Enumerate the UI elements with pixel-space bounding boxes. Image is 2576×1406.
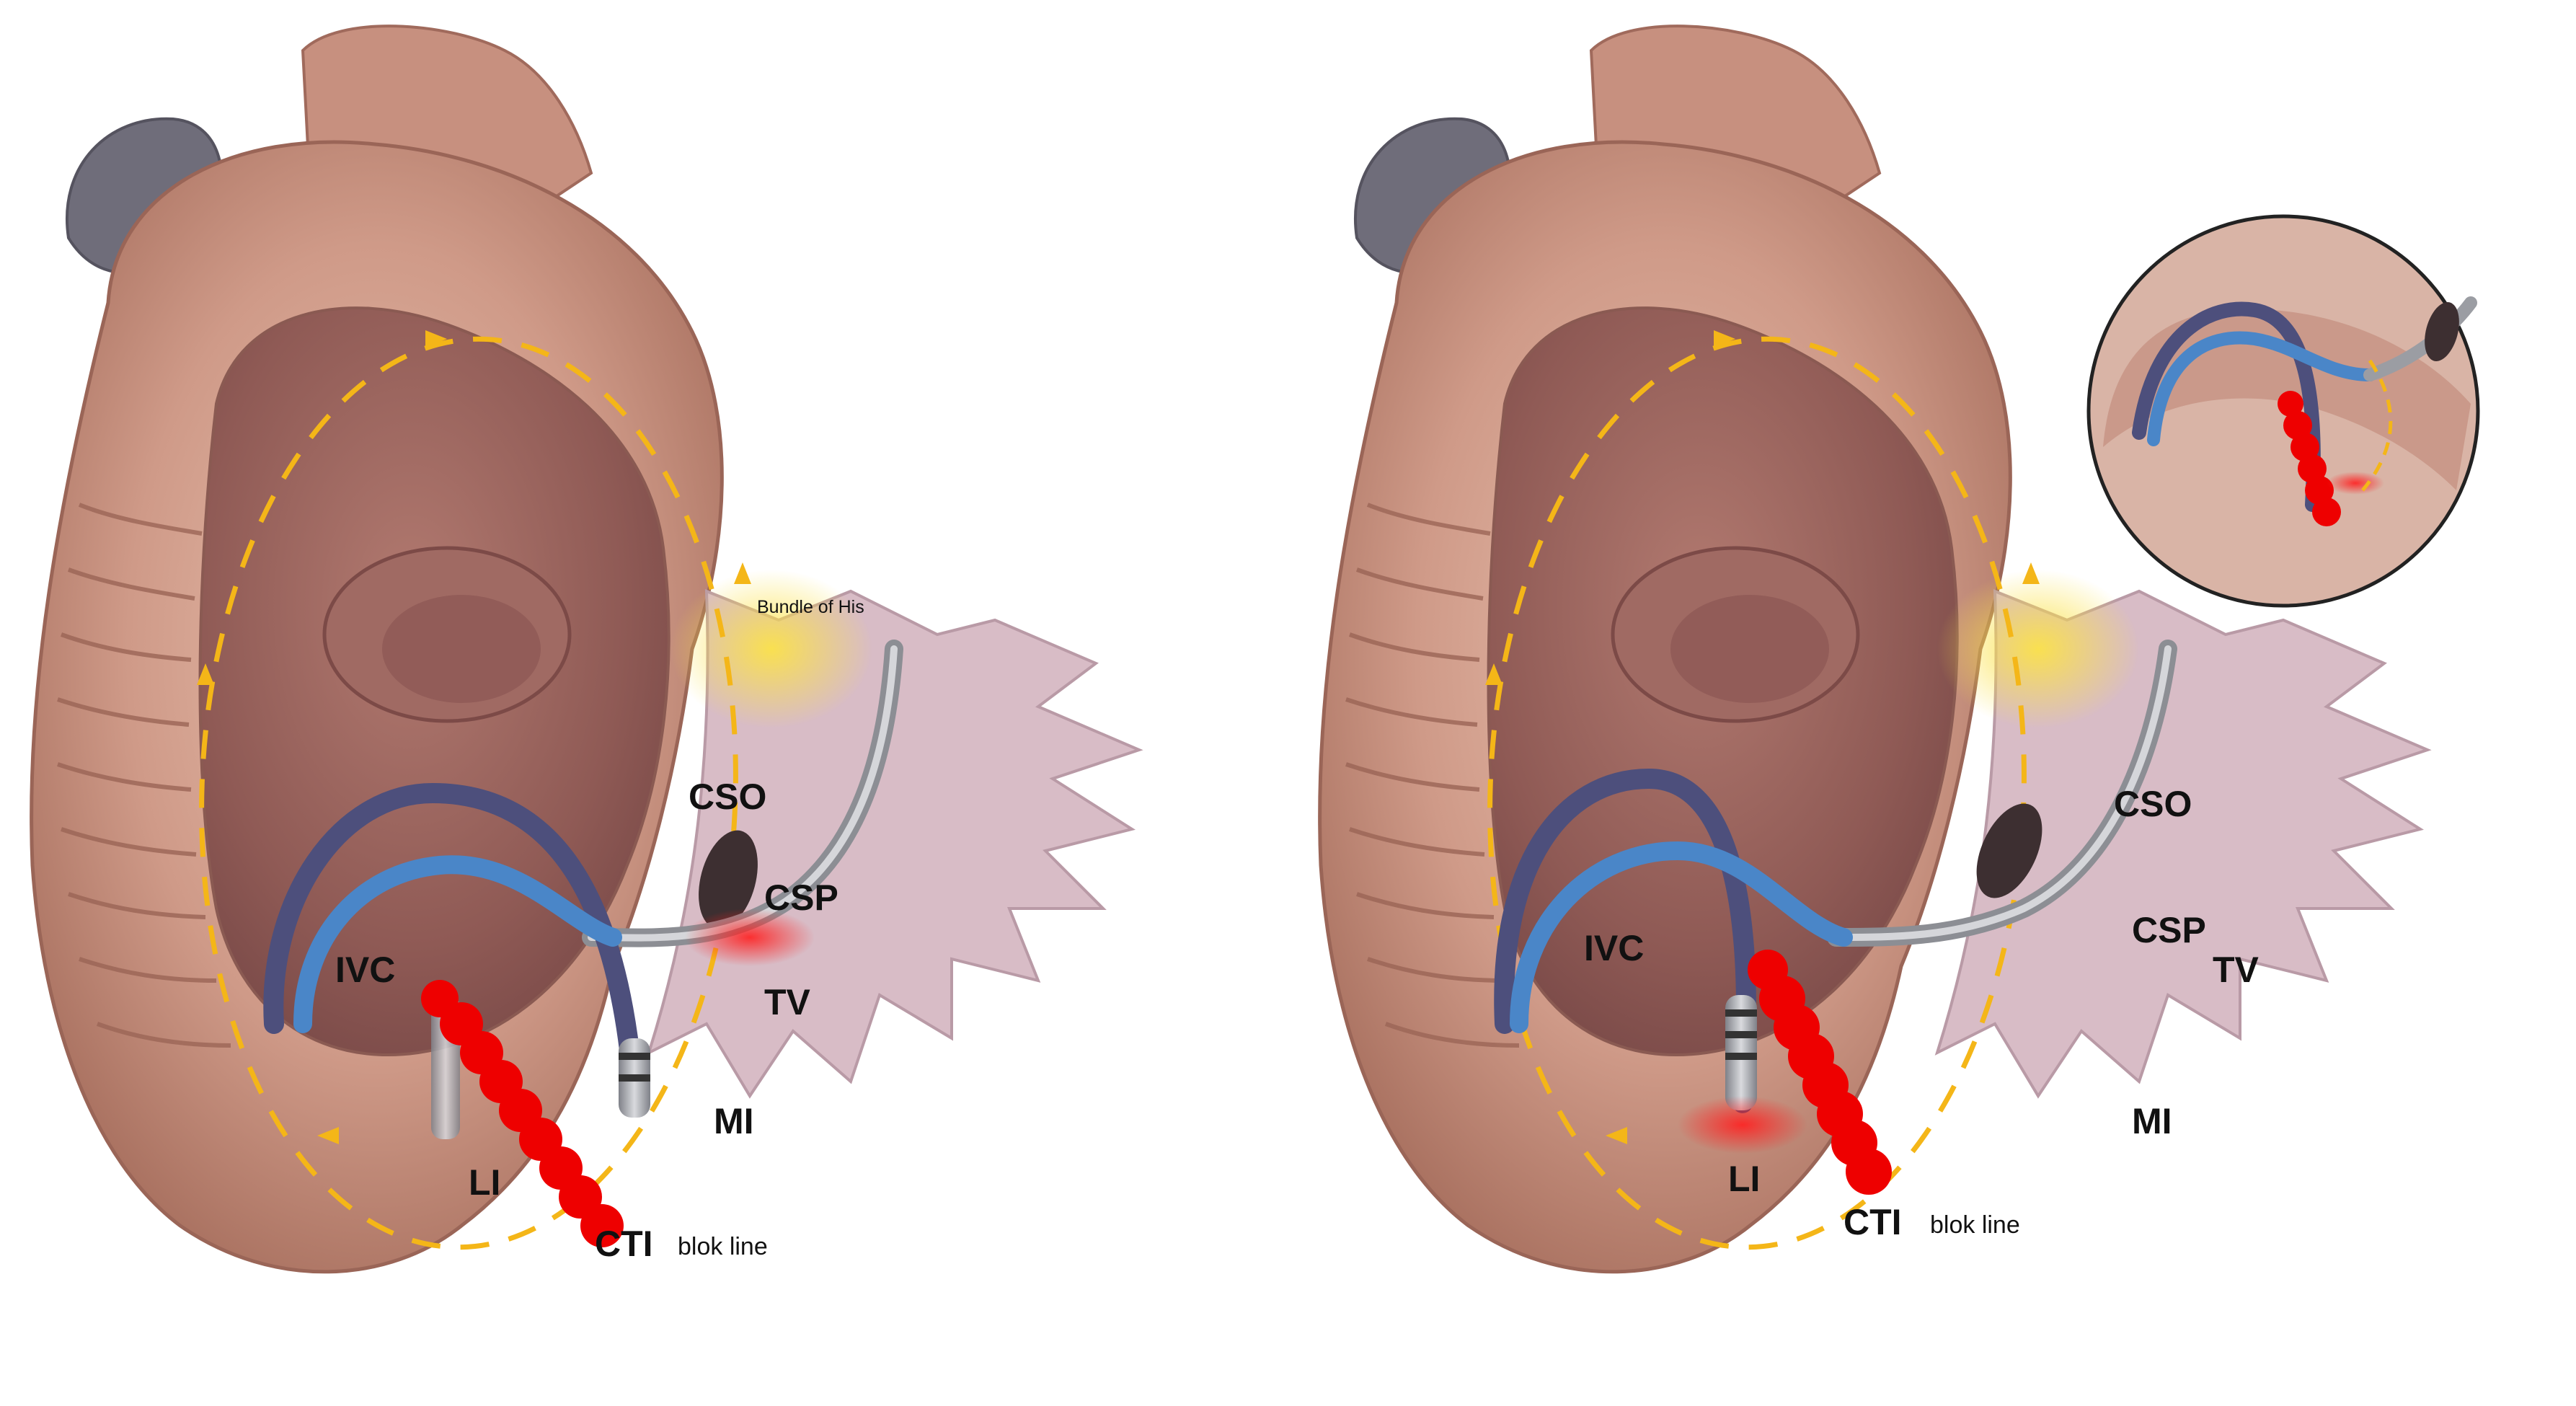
- reentry-circuit: [1487, 336, 2027, 1250]
- pectinate-muscles: [1345, 503, 1520, 1048]
- label-tv: TV: [764, 982, 810, 1022]
- label-ivc: IVC: [1584, 928, 1645, 968]
- magnified-inset: [2086, 214, 2480, 608]
- label-bundle-of-his: Bundle of His: [757, 597, 864, 617]
- cs-catheter-highlight: [588, 645, 898, 942]
- left-heart-illustration: [30, 25, 1143, 1274]
- label-cso: CSO: [2114, 784, 2192, 824]
- fossa-inner: [1670, 595, 1829, 703]
- reentry-circuit: [199, 336, 738, 1250]
- right-heart-illustration: [1318, 25, 2480, 1274]
- label-li: LI: [469, 1162, 501, 1203]
- his-bundle-glow: [670, 570, 872, 728]
- label-csp: CSP: [2132, 910, 2206, 950]
- blue-catheter: [1510, 841, 1853, 1033]
- pectinate-muscles: [57, 503, 231, 1048]
- right-heart-panel: CSO CSP TV IVC MI LI CTI blok line: [1288, 0, 2576, 1406]
- ablation-pulse: [1678, 1096, 1807, 1154]
- his-bundle-glow: [1937, 570, 2139, 728]
- navy-catheter: [1494, 768, 1756, 1113]
- label-cti: CTI: [595, 1224, 653, 1264]
- label-tv: TV: [2213, 950, 2259, 990]
- cti-ablation-line: [1748, 950, 1892, 1195]
- label-li: LI: [1728, 1159, 1761, 1199]
- label-mi: MI: [714, 1101, 754, 1141]
- ablation-pulse: [685, 908, 815, 966]
- cti-ablation-line: [421, 980, 624, 1247]
- cs-catheter-highlight: [1833, 645, 2172, 941]
- label-mi: MI: [2132, 1101, 2172, 1141]
- circuit-arrowheads: [197, 330, 751, 1144]
- label-ivc: IVC: [335, 950, 396, 990]
- label-blok-line: blok line: [1930, 1211, 2020, 1239]
- cs-ostium: [1976, 803, 2042, 898]
- left-heart-panel: Bundle of His CSO CSP TV IVC MI LI CTI b…: [30, 25, 1143, 1274]
- label-cti: CTI: [1844, 1202, 1902, 1242]
- circuit-arrowheads: [1485, 330, 2040, 1144]
- cs-ostium: [699, 830, 758, 929]
- fossa-inner: [382, 595, 541, 703]
- catheter-electrodes: [1725, 995, 1757, 1110]
- label-csp: CSP: [764, 877, 838, 918]
- label-blok-line: blok line: [678, 1233, 768, 1260]
- blue-catheter: [293, 855, 622, 1033]
- label-cso: CSO: [689, 777, 767, 817]
